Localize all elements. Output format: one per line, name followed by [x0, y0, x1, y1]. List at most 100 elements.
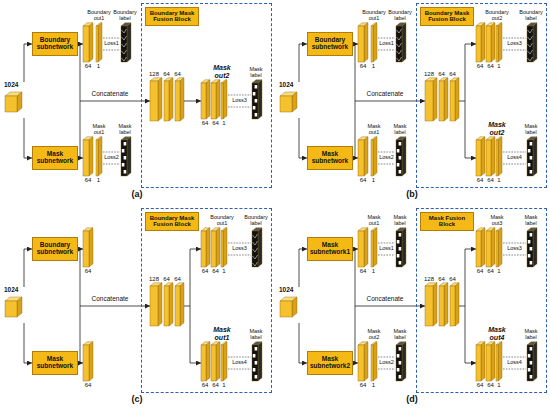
loss-name: Loss2 [103, 155, 120, 161]
fusion-block: Mask Fusion Block [416, 208, 547, 393]
mask-pattern [253, 354, 256, 358]
feature-map [211, 83, 216, 119]
boundary-pattern [397, 57, 402, 61]
output-name: Mask out4 [488, 326, 506, 341]
mask-pattern [253, 368, 256, 372]
mask-pattern [255, 375, 258, 379]
feature-map [158, 78, 162, 121]
flow-arrow [355, 306, 425, 307]
subnetwork-name: Mask subnetwork1 [310, 242, 350, 256]
tensor-size: 1024 [277, 287, 303, 294]
feature-map [455, 78, 459, 121]
loss-name: Loss1 [378, 41, 395, 47]
label-name: Mask label [524, 124, 537, 136]
flow-arrow [78, 44, 83, 45]
feature-map [481, 228, 485, 267]
output-name: Mask out1 [213, 326, 231, 341]
flow-arrow [80, 306, 150, 307]
channel-count: 1 [372, 177, 375, 183]
label-image [527, 140, 533, 176]
label-image [252, 83, 258, 119]
feature-map [450, 81, 455, 121]
input-cube [292, 297, 297, 317]
mask-pattern [255, 85, 258, 89]
feature-map [150, 81, 158, 121]
mask-pattern [399, 247, 402, 251]
channel-count: 64 [202, 268, 209, 274]
mask-pattern [528, 354, 531, 358]
panel-caption: (a) [132, 190, 143, 199]
flow-connector [299, 323, 307, 363]
fusion-title: Mask Fusion Block [420, 212, 474, 231]
label-image [402, 23, 406, 62]
loss-name: Loss4 [231, 360, 248, 366]
feature-map [89, 137, 93, 176]
boundary-pattern [122, 43, 127, 47]
input-cube [280, 301, 292, 317]
feature-map [486, 231, 491, 267]
feature-map [444, 283, 448, 326]
mask-pattern [530, 361, 533, 365]
feature-map [476, 345, 481, 381]
concat-label: Concatenate [92, 296, 129, 303]
flow-arrow [190, 249, 201, 250]
feature-map [223, 342, 227, 381]
channel-count: 64 [360, 382, 367, 388]
subnetwork-box: Mask subnetwork2 [307, 351, 353, 375]
flow-connector [24, 249, 32, 287]
channel-count: 64 [360, 268, 367, 274]
channel-count: 64 [212, 268, 219, 274]
subnetwork-box: Mask subnetwork1 [307, 237, 353, 261]
boundary-pattern [397, 43, 402, 47]
loss-name: Loss3 [231, 246, 248, 252]
loss-line [378, 357, 395, 358]
feature-map [223, 228, 227, 267]
label-image [396, 345, 402, 381]
flow-arrow [353, 44, 358, 45]
feature-map [371, 345, 373, 381]
channel-count: 128 [424, 71, 434, 77]
boundary-pattern [253, 248, 258, 252]
output-name: Mask out2 [213, 64, 231, 79]
feature-map [164, 286, 169, 326]
label-image [527, 26, 533, 62]
loss-line [228, 107, 251, 108]
flow-connector [24, 323, 32, 363]
flow-arrow [190, 363, 201, 364]
subnetwork-name: Mask subnetwork [35, 151, 75, 165]
tensor-size: 1024 [2, 287, 28, 294]
channel-count: 64 [487, 63, 494, 69]
input-tensor: 1024 [2, 287, 28, 323]
channel-count: 1 [97, 177, 100, 183]
input-cube [17, 297, 22, 317]
channel-count: 64 [487, 268, 494, 274]
loss-line [378, 164, 395, 165]
channel-count: 64 [85, 63, 92, 69]
channel-count: 64 [174, 276, 181, 282]
label-image [252, 345, 258, 381]
feature-map [373, 23, 377, 62]
flow-connector [299, 249, 307, 287]
channel-count: 1 [497, 382, 500, 388]
feature-map [481, 23, 485, 62]
split-line [459, 306, 465, 307]
input-tensor: 1024 [277, 287, 303, 323]
feature-map [444, 78, 448, 121]
loss-line [228, 357, 251, 358]
subnetwork-name: Mask subnetwork2 [310, 356, 350, 370]
loss-line [103, 152, 120, 153]
subnetwork-name: Boundary subnetwork [35, 242, 75, 256]
input-tensor: 1024 [2, 82, 28, 118]
concat-label: Concatenate [92, 91, 129, 98]
mask-pattern [122, 163, 125, 167]
boundary-pattern [253, 255, 258, 259]
label-name: Mask label [249, 67, 262, 79]
boundary-pattern [528, 29, 533, 33]
feature-map [476, 26, 481, 62]
loss-line [378, 255, 395, 256]
output-name: Boundary out2 [485, 10, 509, 22]
label-image [396, 140, 402, 176]
channel-count: 64 [212, 120, 219, 126]
mask-pattern [255, 113, 258, 117]
